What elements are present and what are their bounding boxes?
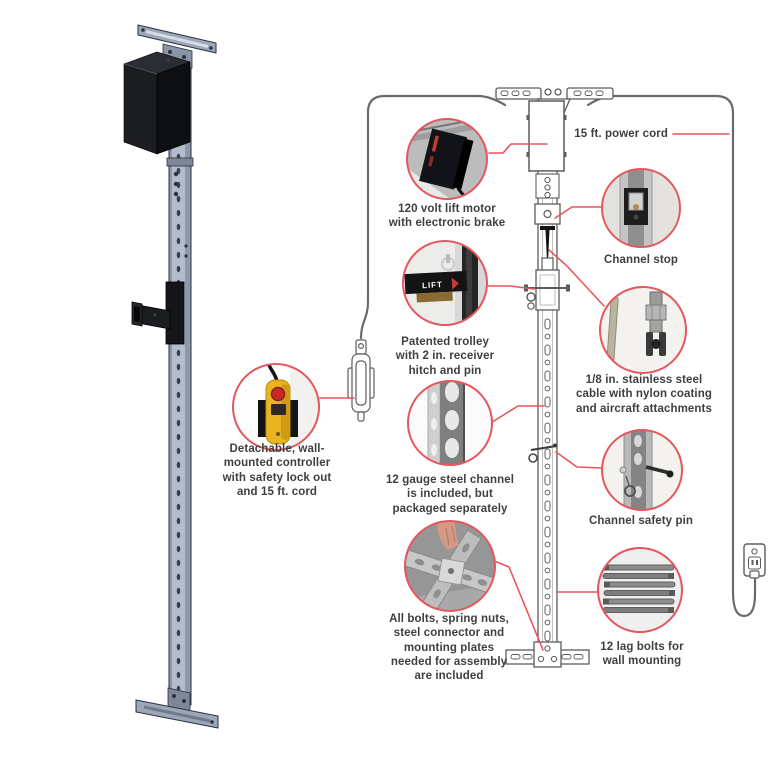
trolley-label: Patented trolley with 2 in. receiver hit…	[395, 336, 495, 377]
bolts-callout-photo	[404, 520, 496, 612]
pendant-controller-drawing	[347, 339, 375, 422]
motor-callout-photo	[406, 118, 488, 200]
product-trolley	[131, 281, 185, 345]
trolley-photo-text: LIFT	[422, 280, 443, 290]
wall-outlet-drawing	[743, 543, 766, 579]
connector-channel-stop	[554, 206, 603, 219]
connector-motor	[488, 143, 548, 154]
safety-pin-label: Channel safety pin	[588, 515, 694, 527]
drawing-trolley	[524, 257, 570, 311]
connector-channel	[488, 405, 545, 425]
drawing-channel-holes	[538, 316, 557, 645]
connector-cable	[548, 249, 605, 307]
power-cord-label: 15 ft. power cord	[574, 128, 668, 140]
trolley-callout-photo: LIFT	[402, 240, 488, 326]
connector-safety-pin	[555, 451, 603, 469]
drawing-base	[505, 641, 590, 668]
lift-line-drawing	[495, 87, 614, 668]
lag-bolts-label: 12 lag bolts for wall mounting	[600, 641, 684, 668]
connector-bolts	[491, 559, 544, 651]
lag-bolts-callout-photo	[597, 547, 683, 633]
connector-trolley	[487, 285, 535, 290]
controller-callout-photo	[232, 363, 320, 451]
drawing-cable	[540, 226, 555, 262]
cable-callout-photo	[599, 286, 687, 374]
channel-label: 12 gauge steel channel is included, but …	[385, 474, 515, 515]
controller-label: Detachable, wall- mounted controller wit…	[222, 443, 332, 498]
safety-pin-callout-photo	[601, 429, 683, 511]
product-motor-box	[123, 51, 191, 155]
product-channel	[166, 57, 194, 706]
drawing-motor	[526, 100, 567, 172]
drawing-safety-pin	[528, 443, 557, 463]
callout-connector-lines	[319, 133, 730, 651]
bolts-label: All bolts, spring nuts, steel connector …	[389, 613, 509, 682]
channel-stop-label: Channel stop	[603, 254, 679, 266]
motor-label: 120 volt lift motor with electronic brak…	[388, 203, 506, 230]
product-illustration	[123, 24, 219, 729]
channel-stop-callout-photo	[601, 168, 681, 248]
product-base-bracket	[135, 687, 219, 729]
cable-label: 1/8 in. stainless steel cable with nylon…	[576, 374, 712, 415]
channel-callout-photo	[407, 380, 493, 466]
drawing-channel-stop	[534, 203, 561, 225]
